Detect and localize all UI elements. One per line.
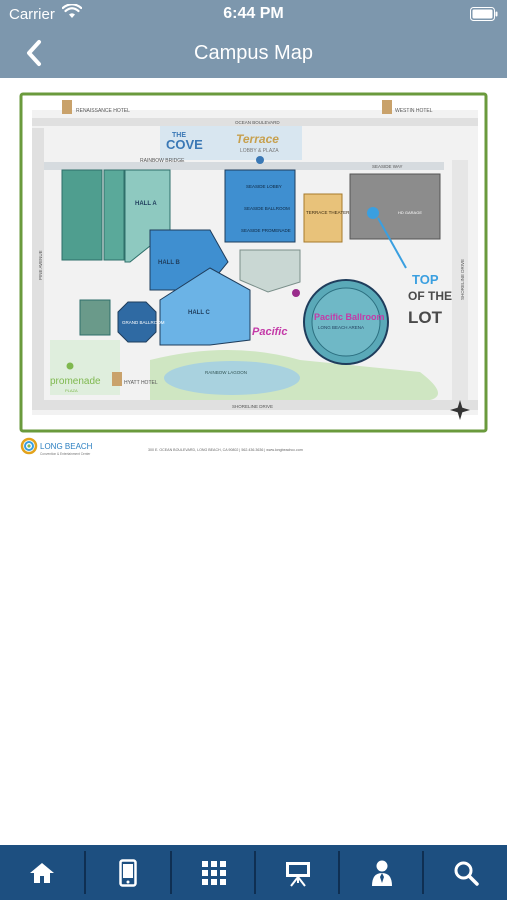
shoreline-drive-street <box>32 400 478 410</box>
ocean-boulevard-label: OCEAN BOULEVARD <box>235 120 280 125</box>
tab-separator <box>422 851 424 894</box>
address-text: 300 E. OCEAN BOULEVARD, LONG BEACH, CA 9… <box>148 448 303 452</box>
back-button[interactable] <box>22 38 50 68</box>
tab-separator <box>84 851 86 894</box>
ocean-boulevard <box>32 118 478 126</box>
mobile-device-icon <box>119 858 137 887</box>
nav-bar: Campus Map <box>0 30 507 78</box>
speaker-person-icon <box>372 860 392 886</box>
west-rooms <box>79 299 111 336</box>
top-label: TOP <box>412 272 439 287</box>
shoreline-drive-label: SHORELINE DRIVE <box>232 404 273 409</box>
westin-hotel-label: WESTIN HOTEL <box>395 108 433 114</box>
campus-map[interactable]: RENAISSANCE HOTEL WESTIN HOTEL HYATT HOT… <box>0 88 507 460</box>
promenade-marker[interactable] <box>66 362 74 370</box>
lot-label: LOT <box>408 308 443 327</box>
status-time: 6:44 PM <box>223 5 284 22</box>
tab-search[interactable] <box>424 845 507 900</box>
tab-device[interactable] <box>86 845 170 900</box>
logo-text: LONG BEACH <box>40 442 93 451</box>
carrier-label: Carrier <box>9 6 55 23</box>
hyatt-hotel-label: HYATT HOTEL <box>124 380 158 386</box>
hd-garage[interactable] <box>349 173 441 240</box>
renaissance-hotel-label: RENAISSANCE HOTEL <box>76 108 130 114</box>
seaside-promenade-label: SEASIDE PROMENADE <box>241 228 291 233</box>
of-the-label: OF THE <box>408 289 452 303</box>
promenade-plaza-area <box>50 340 120 395</box>
terrace-label: Terrace <box>236 132 279 146</box>
hall-c[interactable] <box>159 267 251 346</box>
compass-icon <box>450 400 470 420</box>
long-beach-logo <box>20 437 38 455</box>
hall-a-label: HALL A <box>135 201 157 207</box>
grand-ballroom[interactable] <box>117 301 157 343</box>
status-bar: Carrier 6:44 PM <box>0 0 507 30</box>
tab-speakers[interactable] <box>340 845 424 900</box>
pacific-marker[interactable] <box>292 289 300 297</box>
tab-presentation[interactable] <box>256 845 340 900</box>
battery-icon <box>470 7 498 21</box>
pine-avenue-label: PINE AVENUE <box>38 250 43 280</box>
chevron-left-icon <box>27 40 41 66</box>
westin-hotel-icon <box>382 100 392 114</box>
seaside-way-label: SEASIDE WAY <box>372 164 403 169</box>
terrace-theater-label: TERRACE THEATER <box>306 210 350 215</box>
seaside-ballroom[interactable] <box>224 169 296 243</box>
tab-separator <box>338 851 340 894</box>
home-icon <box>30 862 54 883</box>
seaside-ballroom-label: SEASIDE BALLROOM <box>244 206 290 211</box>
plaza-label: PLAZA <box>65 388 78 393</box>
tab-home[interactable] <box>0 845 84 900</box>
top-of-the-lot-pointer <box>377 217 407 269</box>
seaside-lobby-label: SEASIDE LOBBY <box>246 184 282 189</box>
hall-c-label: HALL C <box>188 310 211 316</box>
cove-marker[interactable] <box>256 156 264 164</box>
shoreline-side-street <box>452 160 468 400</box>
tab-bar <box>0 845 507 900</box>
tab-separator <box>254 851 256 894</box>
seaside-way <box>44 162 444 170</box>
arena-label: LONG BEACH ARENA <box>318 325 364 330</box>
promenade-label: promenade <box>50 376 101 387</box>
lobby-block <box>61 169 103 261</box>
pacific-ballroom-label: Pacific Ballroom <box>314 312 385 322</box>
page-title: Campus Map <box>194 42 313 64</box>
shoreline-side-label: SHORELINE DRIVE <box>460 259 465 300</box>
hyatt-hotel-icon <box>112 372 122 386</box>
pacific-label: Pacific <box>252 326 287 338</box>
search-icon <box>454 861 479 886</box>
hd-garage-label: HD GARAGE <box>398 210 422 215</box>
rainbow-lagoon-label: RAINBOW LAGOON <box>205 370 247 375</box>
cove-plaza-area <box>160 126 302 160</box>
renaissance-hotel-icon <box>62 100 72 114</box>
rainbow-bridge-label: RAINBOW BRIDGE <box>140 158 185 164</box>
wifi-icon <box>62 4 82 18</box>
top-of-the-lot-marker[interactable] <box>367 207 379 219</box>
presentation-easel-icon <box>286 861 310 887</box>
terrace-theater[interactable] <box>303 193 343 243</box>
pine-avenue-street <box>32 128 44 400</box>
arena-inner <box>311 287 381 357</box>
logo-subtext: Convention & Entertainment Center <box>40 452 91 456</box>
center-plaza <box>239 249 301 293</box>
grid-icon <box>202 860 226 885</box>
rainbow-lagoon <box>164 361 300 395</box>
tab-grid[interactable] <box>172 845 256 900</box>
meeting-rooms-block <box>103 169 125 261</box>
cove-prefix: THE <box>172 132 186 139</box>
terrace-sub-label: LOBBY & PLAZA <box>240 148 279 154</box>
grand-ballroom-label: GRAND BALLROOM <box>122 320 165 325</box>
cove-name: COVE <box>166 137 203 152</box>
tab-separator <box>170 851 172 894</box>
hall-b-label: HALL B <box>158 260 181 266</box>
